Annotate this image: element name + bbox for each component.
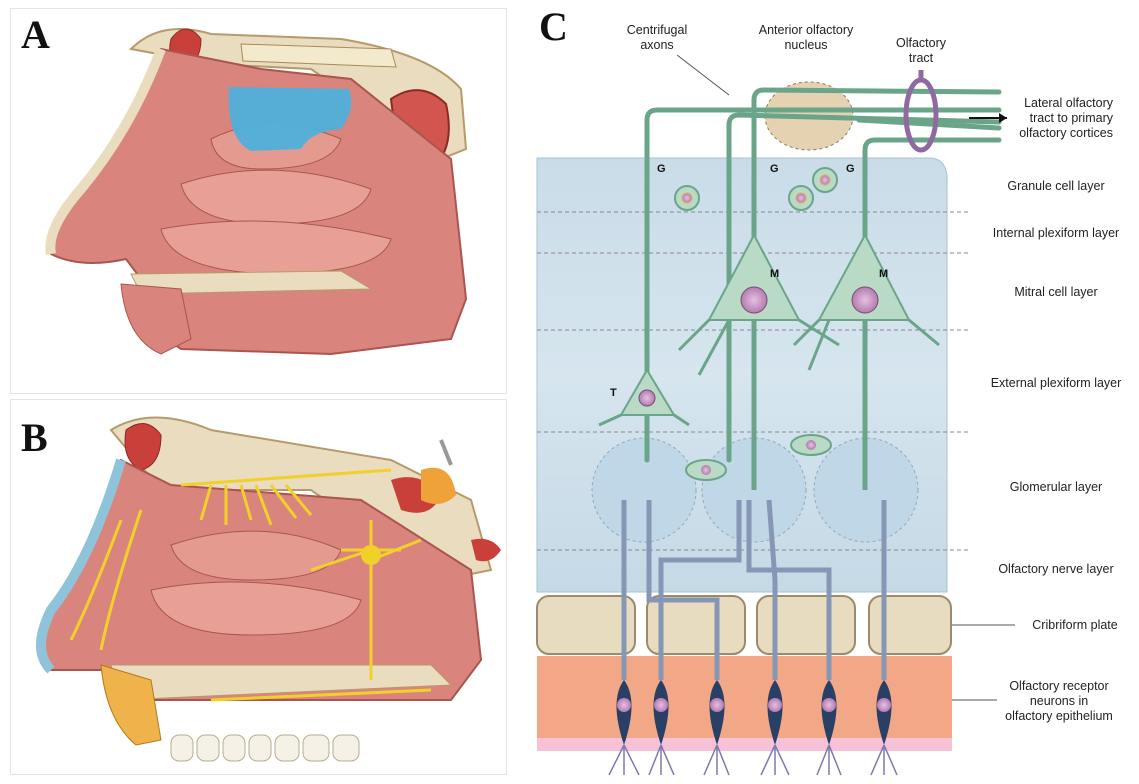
- nasal-cavity-illustration-a: [11, 9, 506, 393]
- panel-b: B: [10, 399, 507, 775]
- ganglion: [361, 545, 381, 565]
- label-external-plexiform: External plexiform layer: [991, 376, 1122, 390]
- nerve-orange: [421, 468, 456, 504]
- artery-red: [471, 539, 501, 562]
- cell-letter-t: T: [610, 387, 617, 399]
- cell-letter-g2: G: [770, 163, 779, 175]
- label-glomerular: Glomerular layer: [1010, 480, 1102, 494]
- label-lateral-2: tract to primary: [1030, 111, 1114, 125]
- label-receptor-3: olfactory epithelium: [1005, 709, 1113, 723]
- label-receptor-2: neurons in: [1030, 694, 1088, 708]
- nasal-nerves-illustration-b: [11, 400, 506, 774]
- label-internal-plexiform: Internal plexiform layer: [993, 226, 1119, 240]
- label-mitral-layer: Mitral cell layer: [1014, 285, 1097, 299]
- label-centrifugal-1: Centrifugal: [627, 23, 687, 37]
- label-nerve-layer: Olfactory nerve layer: [998, 562, 1113, 576]
- palate-lower: [121, 284, 191, 354]
- panel-c: C: [529, 0, 1136, 779]
- cell-letter-m1: M: [770, 268, 779, 280]
- label-centrifugal-2: axons: [640, 38, 673, 52]
- cell-letter-m2: M: [879, 268, 888, 280]
- label-tract-1: Olfactory: [896, 36, 947, 50]
- label-anterior-2: nucleus: [784, 38, 827, 52]
- olfactory-bulb-diagram: Centrifugal axons Anterior olfactory nuc…: [529, 0, 1136, 779]
- label-lateral-3: olfactory cortices: [1019, 126, 1113, 140]
- teeth: [171, 735, 359, 761]
- cell-letter-g1: G: [657, 163, 666, 175]
- centrifugal-pointer: [677, 55, 729, 95]
- label-tract-2: tract: [909, 51, 934, 65]
- panel-b-letter: B: [21, 414, 48, 461]
- label-granule-layer: Granule cell layer: [1007, 179, 1104, 193]
- label-cribriform: Cribriform plate: [1032, 618, 1117, 632]
- probe: [441, 440, 451, 465]
- cribriform-blocks: [537, 596, 951, 654]
- label-receptor-1: Olfactory receptor: [1009, 679, 1108, 693]
- panel-a-letter: A: [21, 11, 50, 58]
- label-anterior-1: Anterior olfactory: [759, 23, 854, 37]
- label-lateral-1: Lateral olfactory: [1024, 96, 1114, 110]
- cell-letter-g3: G: [846, 163, 855, 175]
- panel-a: A: [10, 8, 507, 394]
- panel-c-letter: C: [539, 3, 568, 50]
